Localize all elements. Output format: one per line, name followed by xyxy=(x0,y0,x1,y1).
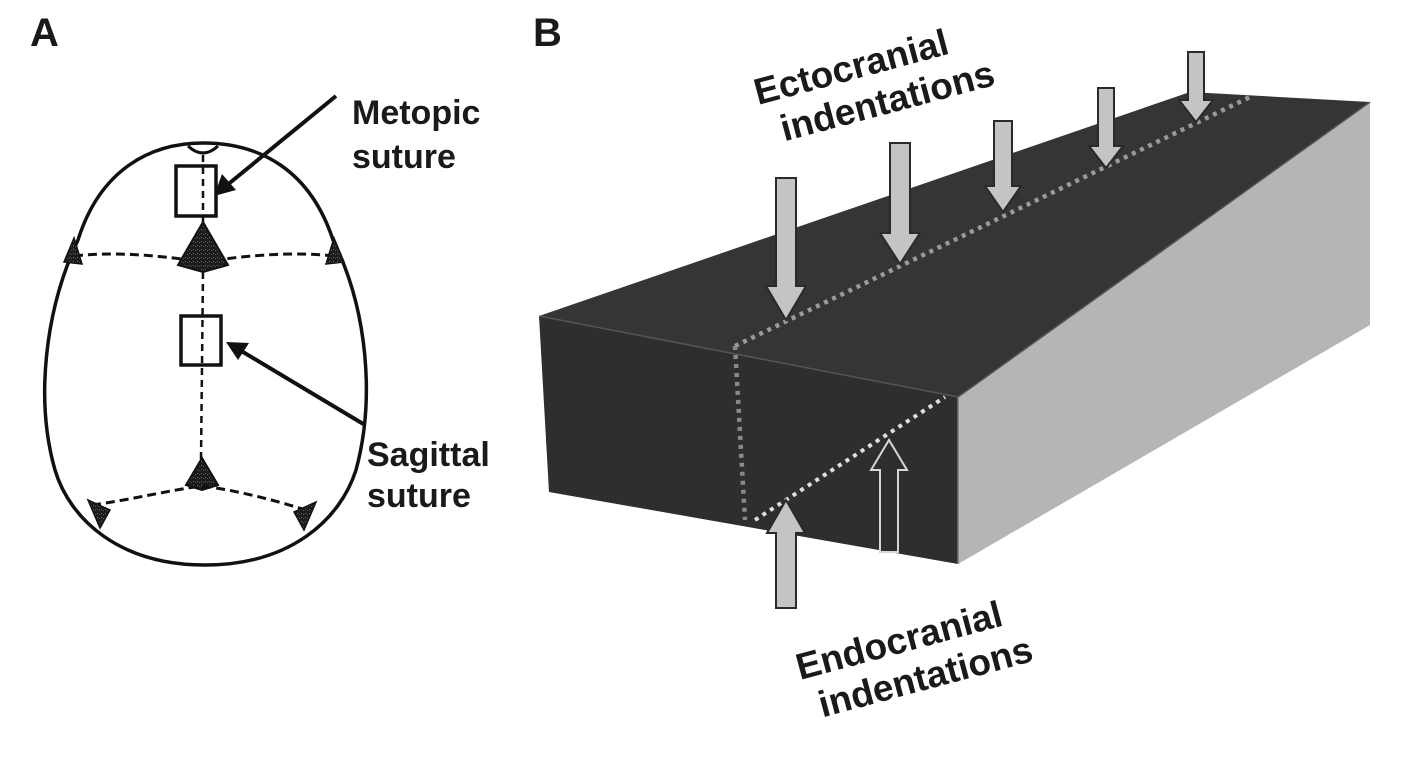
ecto-arrow-1 xyxy=(764,177,808,322)
block-front-face xyxy=(539,316,958,564)
endocranial-arrows xyxy=(765,438,909,609)
front-suture-dotted-line xyxy=(732,345,748,521)
ectocranial-arrows xyxy=(764,51,1216,322)
panel-b-label: B xyxy=(533,11,562,55)
posterior-fontanelle xyxy=(184,456,220,492)
panel-a-label: A xyxy=(30,11,59,55)
block-side-face xyxy=(958,102,1370,564)
ecto-arrow-2 xyxy=(878,142,922,266)
ecto-arrow-5 xyxy=(1176,51,1216,124)
metopic-label-line2: suture xyxy=(352,138,456,176)
sagittal-label-line2: suture xyxy=(367,477,471,515)
skull-diagram xyxy=(43,94,369,567)
bone-block xyxy=(538,92,1371,564)
block-top-face xyxy=(539,92,1370,397)
ecto-arrow-3 xyxy=(983,120,1023,214)
sagittal-pointer-arrow xyxy=(226,342,367,427)
sagittal-box xyxy=(179,314,223,367)
endo-arrow-1 xyxy=(765,497,807,609)
sagittal-suture-line xyxy=(199,271,205,461)
metopic-pointer-arrow xyxy=(214,94,338,196)
ecto-arrow-4 xyxy=(1086,87,1126,170)
lambdoid-suture xyxy=(91,484,313,514)
endo-arrow-2 xyxy=(869,438,909,553)
metopic-label-line1: Metopic xyxy=(352,94,480,132)
sagittal-label-line1: Sagittal xyxy=(367,436,490,474)
